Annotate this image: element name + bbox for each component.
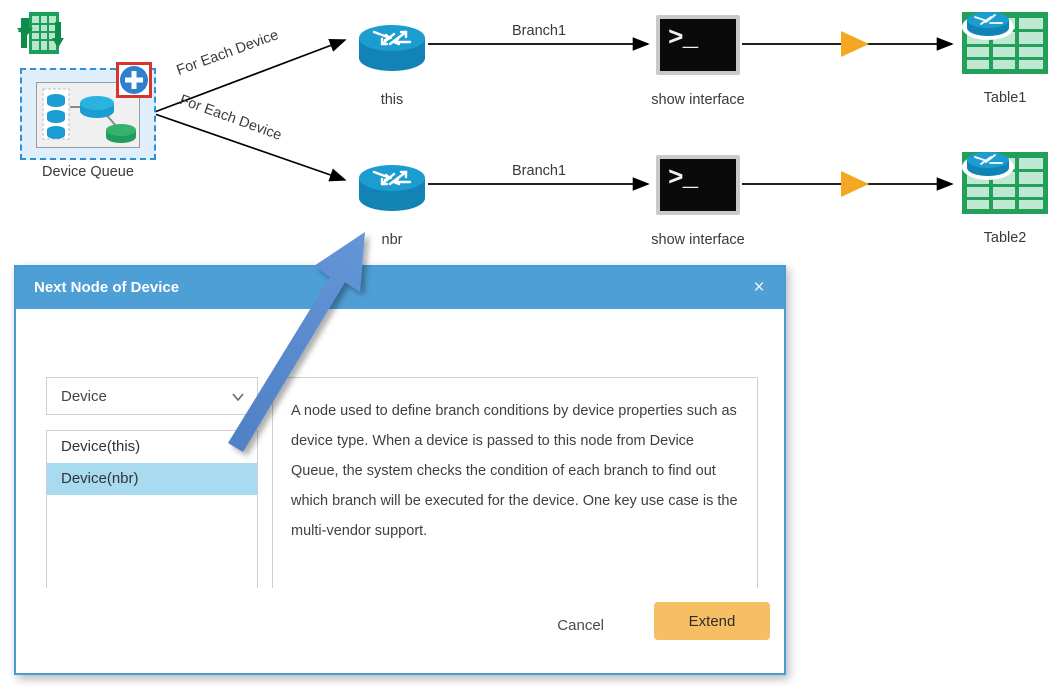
device-queue-selection-box[interactable] xyxy=(20,62,156,160)
node-table-2[interactable] xyxy=(962,152,1048,214)
extend-button[interactable]: Extend xyxy=(654,602,770,640)
node-table-1[interactable] xyxy=(962,12,1048,74)
node-label-command-1: show interface xyxy=(651,92,745,108)
edge-label-branch1-2: Branch1 xyxy=(512,163,567,179)
edge-label-branch1-1: Branch1 xyxy=(512,23,567,39)
dialog-title: Next Node of Device xyxy=(34,279,180,296)
dialog-header: Next Node of Device × xyxy=(16,267,784,309)
node-command-show-interface-1[interactable]: >_ xyxy=(656,15,740,75)
terminal-prompt-icon: >_ xyxy=(668,163,698,193)
node-list[interactable]: Device(this) Device(nbr) xyxy=(46,430,258,610)
list-item-device-this[interactable]: Device(this) xyxy=(61,438,141,455)
add-plus-icon[interactable] xyxy=(116,62,152,98)
node-label-router-nbr: nbr xyxy=(381,232,403,248)
node-label-table-1: Table1 xyxy=(983,90,1027,106)
close-icon[interactable]: × xyxy=(753,277,765,298)
node-type-select-value: Device xyxy=(61,388,107,405)
node-label-device-queue: Device Queue xyxy=(42,164,134,180)
node-router-this[interactable] xyxy=(356,18,428,74)
terminal-prompt-icon: >_ xyxy=(668,23,698,53)
description-text: A node used to define branch conditions … xyxy=(291,403,738,539)
node-label-command-2: show interface xyxy=(651,232,745,248)
dialog-footer: Cancel Extend xyxy=(16,588,784,673)
node-label-router-this: this xyxy=(380,92,404,108)
cancel-button[interactable]: Cancel xyxy=(551,609,610,642)
queue-table-icon xyxy=(17,12,64,54)
node-router-nbr[interactable] xyxy=(356,158,428,214)
node-command-show-interface-2[interactable]: >_ xyxy=(656,155,740,215)
node-label-table-2: Table2 xyxy=(983,230,1027,246)
node-device-queue[interactable]: Device Queue xyxy=(20,62,156,180)
workflow-edges xyxy=(151,31,954,197)
list-item-device-nbr[interactable]: Device(nbr) xyxy=(47,463,257,495)
description-panel: A node used to define branch conditions … xyxy=(272,377,758,610)
chevron-down-icon xyxy=(232,393,244,402)
dialog-body: Device Device(this) Device(nbr) A node u… xyxy=(16,309,784,631)
next-node-of-device-dialog[interactable]: Next Node of Device × Device Device(this… xyxy=(14,265,786,675)
node-type-select[interactable]: Device xyxy=(46,377,258,415)
